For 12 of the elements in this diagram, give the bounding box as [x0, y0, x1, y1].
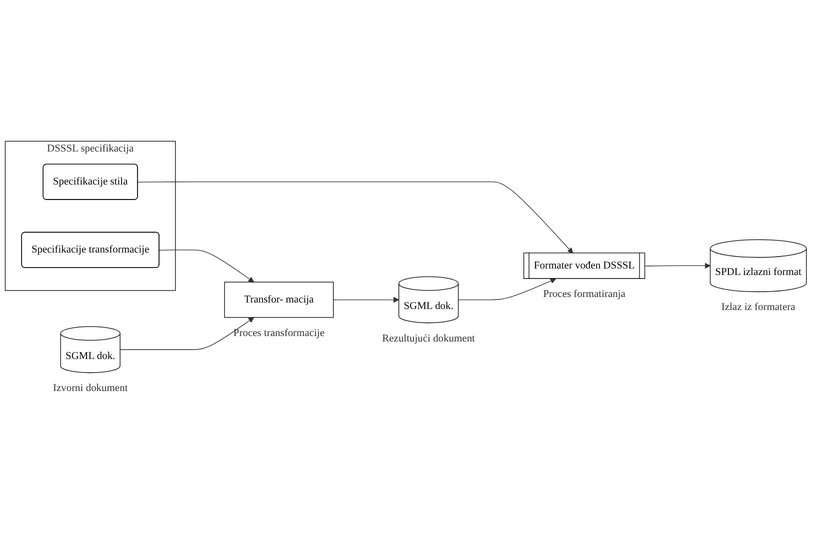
node-label: Rezultujući dokument: [382, 332, 475, 344]
arrow: [120, 317, 254, 350]
arrow: [458, 278, 556, 300]
arrow: [644, 262, 710, 269]
node-label: Proces transformacije: [233, 327, 324, 339]
node-label: Izlaz iz formatera: [721, 302, 796, 313]
arrow: [138, 182, 574, 254]
node-label: Izvorni dokument: [52, 382, 128, 394]
arrow: [333, 296, 400, 303]
node-label: Proces formatiranja: [543, 288, 626, 300]
node-box: Transfor- macija: [224, 282, 334, 318]
arrow: [159, 250, 254, 282]
